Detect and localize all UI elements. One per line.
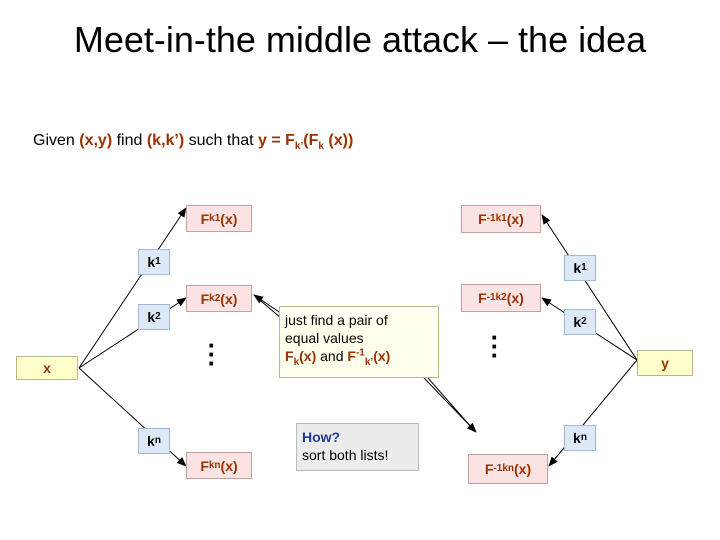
given-word: Given	[33, 132, 80, 149]
given-xy: (x,y)	[79, 132, 113, 149]
right-ellipsis: ···	[490, 322, 500, 370]
note-line3: Fk(x) and F-1k’(x)	[285, 347, 391, 368]
y-box: y	[637, 350, 693, 376]
callout-arrow-right	[423, 377, 477, 433]
note-line2: equal values	[285, 330, 364, 346]
left-ellipsis: ···	[207, 330, 217, 378]
how-question: How?	[302, 429, 341, 445]
note-line1: just find a pair of	[285, 312, 388, 328]
how-box: How? sort both lists!	[296, 423, 419, 471]
problem-statement: Given (x,y) find (k,k’) such that y = Fk…	[33, 130, 353, 152]
given-kk: (k,k’)	[146, 132, 185, 149]
edge-x-fk1	[78, 207, 187, 369]
equal-values-note: just find a pair of equal values Fk(x) a…	[279, 306, 439, 378]
such-that-word: such that	[184, 132, 259, 149]
slide-title: Meet-in-the middle attack – the idea	[73, 19, 647, 60]
edge-y-finvn	[548, 359, 638, 467]
equation: y = Fk’(Fk (x))	[258, 132, 354, 153]
edge-y-finv1	[541, 214, 638, 361]
x-box: x	[16, 356, 78, 380]
how-answer: sort both lists!	[302, 447, 389, 463]
find-word: find	[112, 132, 147, 149]
